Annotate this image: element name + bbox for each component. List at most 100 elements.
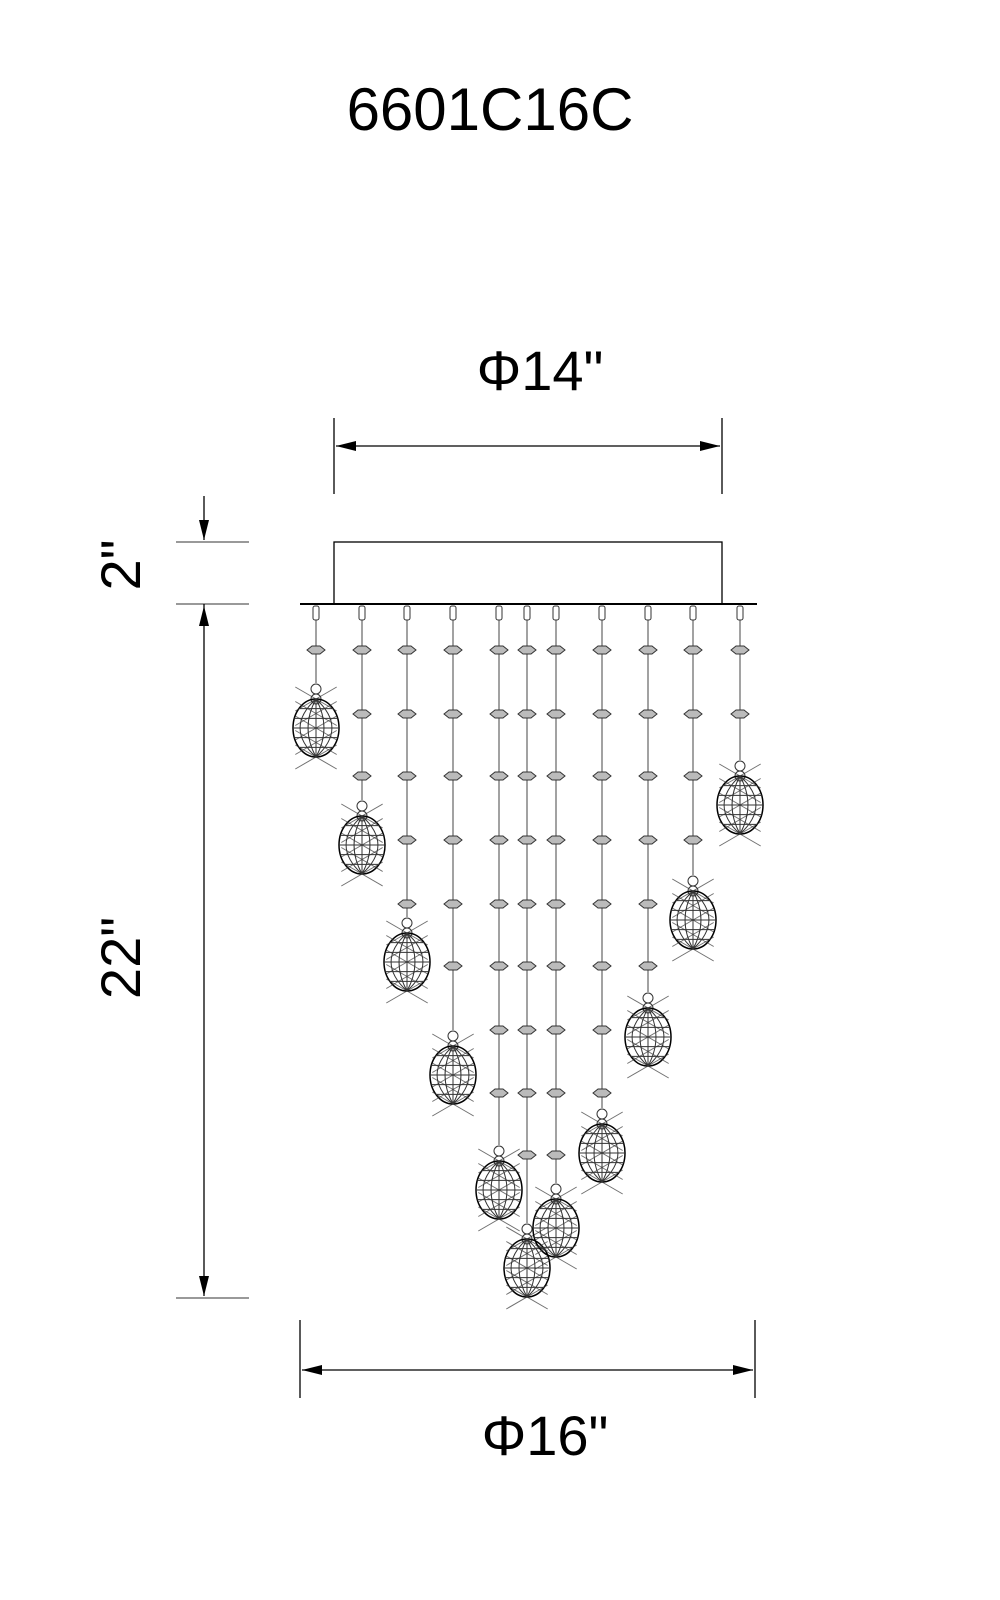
facet-diagonal (672, 922, 714, 947)
bead-link (730, 645, 750, 655)
facet-curve (498, 1160, 516, 1220)
bead-link (443, 961, 463, 971)
crystal-strand (292, 605, 340, 770)
facet-diagonal (341, 803, 383, 829)
strand-hanger (552, 605, 560, 621)
crystal-ball (475, 1145, 523, 1232)
facet-curve (482, 1160, 500, 1220)
bead-link (592, 709, 612, 719)
facet-diagonal (295, 715, 337, 741)
crystal-ball (624, 992, 672, 1079)
bead-link (489, 899, 509, 909)
facet-diagonal (581, 1126, 623, 1151)
crystal-strand (624, 605, 672, 1079)
facet-diagonal (341, 818, 383, 843)
crystal-strand (578, 605, 626, 1195)
facet-curve (585, 1123, 603, 1183)
facet-curve (307, 698, 317, 758)
bead-link (730, 709, 750, 719)
strand-hanger (598, 605, 606, 621)
bead-link (517, 771, 537, 781)
canopy-height-dimension: 2" (89, 496, 249, 606)
crystal-ball (716, 760, 764, 847)
facet-diagonal (581, 1169, 623, 1195)
facet-curve (510, 1238, 528, 1298)
facet-curve (315, 698, 333, 758)
facet-curve (684, 890, 694, 950)
facet-diagonal (581, 1140, 623, 1166)
facet-curve (547, 1198, 557, 1258)
bead-link (443, 835, 463, 845)
bead-link (638, 899, 658, 909)
hook-ring (550, 1183, 562, 1195)
bead-link (592, 1025, 612, 1035)
facet-curve (601, 1123, 619, 1183)
facet-diagonal (341, 832, 383, 858)
facet-diagonal (478, 1163, 520, 1188)
crystal-strand (429, 605, 477, 1117)
bead-link (683, 771, 703, 781)
facet-curve (361, 815, 371, 875)
facet-curve (390, 932, 408, 992)
facet-diagonal (432, 1077, 474, 1102)
bead-link (683, 645, 703, 655)
bead-link (352, 645, 372, 655)
facet-diagonal (295, 730, 337, 755)
bead-link (546, 645, 566, 655)
strand-hanger (403, 605, 411, 621)
facet-curve (555, 1198, 573, 1258)
fixture-width-dimension: Φ16" (299, 1320, 756, 1467)
facet-curve (361, 815, 379, 875)
bead-link (443, 771, 463, 781)
hook-ring (356, 800, 368, 812)
facet-diagonal (506, 1241, 548, 1266)
bead-link (443, 709, 463, 719)
facet-diagonal (719, 792, 761, 818)
facet-diagonal (535, 1186, 577, 1212)
facet-diagonal (627, 1053, 669, 1079)
facet-curve (452, 1045, 462, 1105)
bead-link (352, 771, 372, 781)
bead-link (683, 709, 703, 719)
facet-curve (353, 815, 363, 875)
bead-link (517, 1025, 537, 1035)
strand-hanger (644, 605, 652, 621)
facet-diagonal (295, 686, 337, 712)
facet-diagonal (719, 763, 761, 789)
facet-diagonal (478, 1192, 520, 1217)
bead-link (489, 961, 509, 971)
facet-curve (593, 1123, 603, 1183)
bead-link (397, 645, 417, 655)
bead-link (443, 899, 463, 909)
crystal-ball (429, 1030, 477, 1117)
crystal-strand (338, 605, 386, 887)
facet-curve (647, 1007, 665, 1067)
bead-link (546, 771, 566, 781)
hook-ring (596, 1108, 608, 1120)
bead-link (638, 835, 658, 845)
facet-diagonal (672, 907, 714, 933)
facet-diagonal (432, 1062, 474, 1088)
facet-diagonal (672, 936, 714, 962)
facet-curve (436, 1045, 454, 1105)
crystal-ball (292, 683, 340, 770)
facet-diagonal (386, 935, 428, 960)
bead-link (592, 1088, 612, 1098)
facet-curve (555, 1198, 565, 1258)
fixture-width-label: Φ16" (482, 1404, 609, 1467)
facet-diagonal (535, 1230, 577, 1255)
facet-diagonal (535, 1201, 577, 1226)
crystal-ball (338, 800, 386, 887)
bead-link (517, 1088, 537, 1098)
crystal-strand (503, 605, 551, 1310)
bead-link (397, 771, 417, 781)
hook-ring (642, 992, 654, 1004)
facet-diagonal (719, 821, 761, 847)
bead-link (638, 645, 658, 655)
crystal-strand (532, 605, 580, 1270)
strand-hanger (523, 605, 531, 621)
facet-curve (601, 1123, 611, 1183)
bead-link (352, 709, 372, 719)
facet-curve (676, 890, 694, 950)
facet-diagonal (386, 949, 428, 975)
